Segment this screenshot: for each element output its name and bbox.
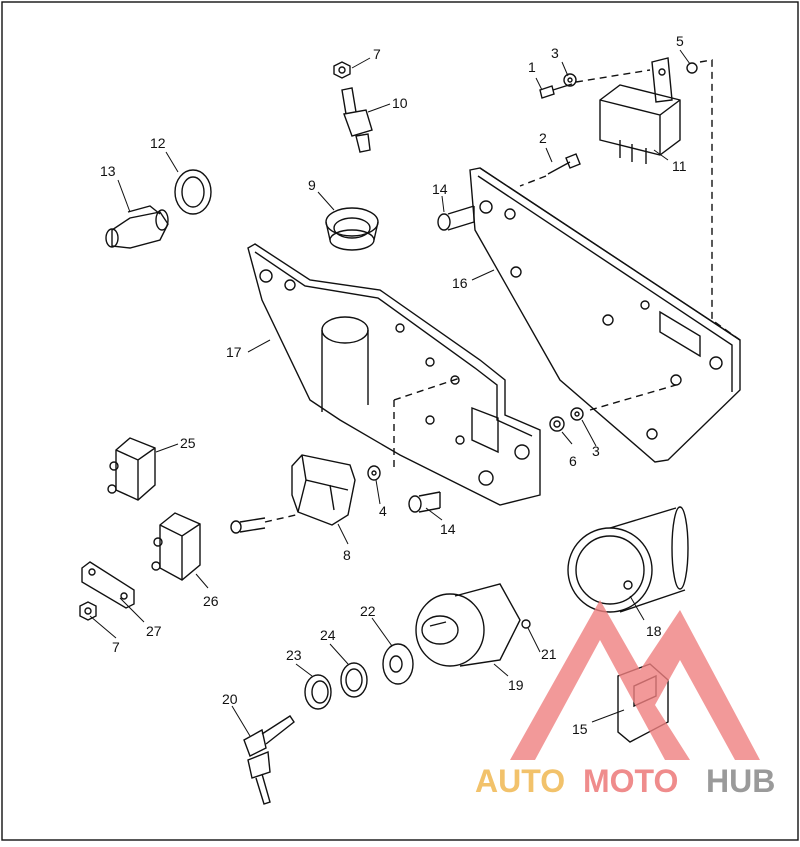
part-4-washer xyxy=(367,465,381,481)
part-8-bracket xyxy=(291,454,356,526)
part-3-washer-top xyxy=(563,73,577,87)
callout-24: 24 xyxy=(320,627,336,643)
callout-9: 9 xyxy=(308,177,316,193)
callout-7b: 7 xyxy=(112,639,120,655)
callout-6: 6 xyxy=(569,453,577,469)
callout-26: 26 xyxy=(203,593,219,609)
part-23-nut xyxy=(304,674,332,710)
part-20-keys xyxy=(243,715,295,805)
callout-5: 5 xyxy=(676,33,684,49)
callout-1: 1 xyxy=(528,59,536,75)
callout-10: 10 xyxy=(392,95,408,111)
callout-17: 17 xyxy=(226,344,242,360)
part-24-washer xyxy=(340,662,368,698)
part-2-screw xyxy=(547,153,581,175)
part-18-sleeve xyxy=(567,506,689,613)
callout-4: 4 xyxy=(379,503,387,519)
callout-13: 13 xyxy=(100,163,116,179)
part-1-screw xyxy=(539,83,573,99)
part-22-plate xyxy=(382,643,414,685)
part-10-sensor xyxy=(341,87,373,153)
callout-7a: 7 xyxy=(373,46,381,62)
callout-27: 27 xyxy=(146,623,162,639)
callout-22: 22 xyxy=(360,603,376,619)
part-14-bolt-upper xyxy=(437,205,475,231)
callout-18: 18 xyxy=(646,623,662,639)
dashed-lead-plate xyxy=(393,377,677,411)
watermark-moto: MOTO xyxy=(583,763,678,799)
part-13-switch xyxy=(105,205,169,249)
leader-lines xyxy=(89,49,691,737)
part-27-strap xyxy=(81,561,135,609)
callout-2: 2 xyxy=(539,130,547,146)
part-6-nut xyxy=(549,416,565,432)
watermark: AUTO MOTO HUB xyxy=(475,600,775,799)
callout-15: 15 xyxy=(572,721,588,737)
callout-3b: 3 xyxy=(592,443,600,459)
watermark-auto: AUTO xyxy=(475,763,565,799)
dashed-lead-bracket8 xyxy=(264,513,301,523)
callout-3a: 3 xyxy=(551,45,559,61)
callout-25: 25 xyxy=(180,435,196,451)
callout-19: 19 xyxy=(508,677,524,693)
part-3-washer-lower xyxy=(570,407,584,421)
part-9-grommet xyxy=(325,207,379,251)
part-14-bolt-lower xyxy=(408,491,441,513)
part-11-relay xyxy=(599,57,681,164)
part-7-nut-lower xyxy=(79,601,97,621)
part-17-frame-bracket xyxy=(247,243,541,506)
dashed-lead-relay xyxy=(575,59,741,341)
part-19-ignition-switch xyxy=(415,583,521,667)
callouts: 1 2 3 3 4 5 6 7 7 8 9 10 11 12 13 14 14 … xyxy=(100,33,687,737)
callout-14b: 14 xyxy=(440,521,456,537)
watermark-triangle-icon xyxy=(510,600,760,760)
callout-23: 23 xyxy=(286,647,302,663)
callout-16: 16 xyxy=(452,275,468,291)
part-21-screw xyxy=(521,619,531,629)
part-7-nut-top xyxy=(333,61,351,79)
callout-21: 21 xyxy=(541,646,557,662)
callout-11: 11 xyxy=(672,158,687,174)
callout-20: 20 xyxy=(222,691,238,707)
part-16-mounting-plate xyxy=(469,167,741,463)
watermark-hub: HUB xyxy=(706,763,775,799)
part-5-nut-top xyxy=(686,62,698,74)
part-12-washer xyxy=(174,169,212,215)
callout-14a: 14 xyxy=(432,181,448,197)
part-25-circuit-breaker xyxy=(107,437,156,501)
callout-12: 12 xyxy=(150,135,166,151)
part-8-bolt xyxy=(230,517,266,534)
dashed-lead-screw2 xyxy=(519,175,547,187)
part-26-circuit-breaker xyxy=(151,512,201,581)
callout-8: 8 xyxy=(343,547,351,563)
